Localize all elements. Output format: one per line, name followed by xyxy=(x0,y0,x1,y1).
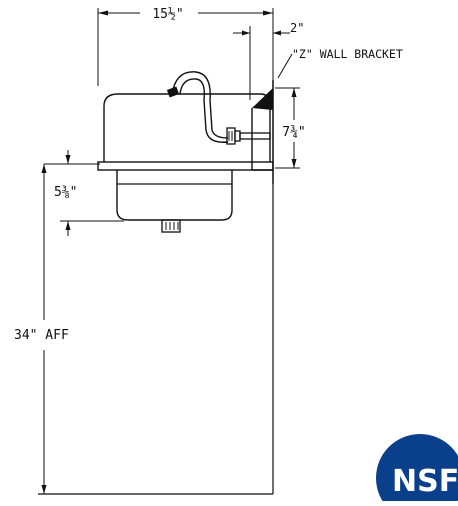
floor-label: 34" AFF xyxy=(14,328,69,343)
faucet-spout xyxy=(166,71,229,143)
depth-dimension: 2" xyxy=(233,21,304,100)
backsplash-label: 7¾" xyxy=(282,125,305,140)
bowl-label: 5⅜" xyxy=(54,185,77,200)
sink-body xyxy=(97,93,274,171)
backsplash-dimension: 7¾" xyxy=(275,87,306,169)
floor-height-dimension: 34" AFF xyxy=(14,164,69,494)
sink-bowl xyxy=(116,170,233,221)
bowl-dimension: 5⅜" xyxy=(44,150,124,236)
nsf-logo: NSF xyxy=(376,434,458,506)
width-label: 15½" xyxy=(152,7,183,22)
bracket-callout: "Z" WALL BRACKET xyxy=(277,47,403,79)
depth-label: 2" xyxy=(290,21,304,35)
drain xyxy=(161,219,181,233)
bracket-label: "Z" WALL BRACKET xyxy=(292,47,403,61)
valve-fitting xyxy=(226,127,271,145)
width-dimension: 15½" xyxy=(97,7,274,86)
nsf-logo-text: NSF xyxy=(392,464,458,499)
z-bracket xyxy=(251,80,274,184)
